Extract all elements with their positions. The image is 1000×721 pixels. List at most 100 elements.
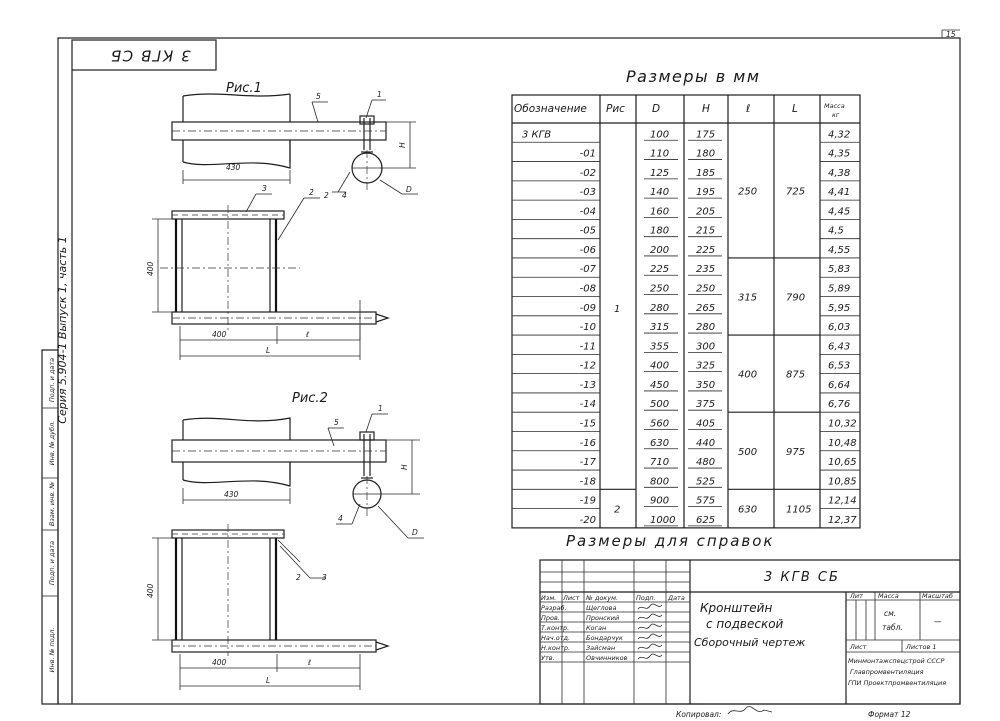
dims-row-19-mass: 12,14 (828, 496, 857, 507)
tb-roles: Разраб.ЩегловаПров.ПронскийТ.контр.Коган… (541, 603, 663, 662)
dims-row-16-h: 440 (696, 438, 715, 449)
tb-signature-2 (637, 623, 663, 630)
dims-row-16-designation: -16 (580, 438, 596, 449)
fig2-callout-d: D (412, 528, 418, 537)
dims-row-11-h: 300 (696, 341, 715, 352)
side-stamp (41, 349, 59, 705)
copied-signature (727, 706, 773, 715)
tb-lit-label: Лит (849, 592, 863, 600)
fig2-callout-2: 2 (296, 573, 301, 582)
dims-row-1-d: 110 (650, 149, 669, 160)
fig1-callout-d: D (406, 185, 412, 194)
dims-row-12-mass: 6,53 (828, 361, 850, 372)
fig1-callout-3: 3 (262, 184, 267, 193)
dims-row-14-designation: -14 (580, 399, 596, 410)
dims-row-4-designation: -04 (580, 206, 596, 217)
dims-row-9-d: 280 (650, 303, 669, 314)
tb-signature-4 (637, 643, 663, 650)
figure-1: Рис.1 H 430 5 1 2 4 D (146, 81, 418, 360)
stamp-box (71, 39, 217, 71)
tb-rev-date: Дата (667, 594, 685, 602)
fig2-dim-400-h: 400 (212, 658, 227, 667)
tb-signature-0 (637, 603, 663, 610)
dims-group-0-l: 250 (738, 186, 757, 197)
dims-row-4-d: 160 (650, 206, 669, 217)
dims-row-13-h: 350 (696, 380, 715, 391)
dims-fig-group-1: 2 (614, 505, 620, 516)
dims-row-13-mass: 6,64 (828, 380, 850, 391)
tb-org-3: ГПИ Проектпромвентиляция (848, 679, 946, 687)
dims-row-8-d: 250 (650, 284, 669, 295)
dims-row-16-d: 630 (650, 438, 669, 449)
dims-row-14-mass: 6,76 (828, 399, 850, 410)
dims-row-6-mass: 4,55 (828, 245, 850, 256)
stamp-code: 3 КГВ СБ (109, 47, 190, 65)
dims-group-1-L: 790 (786, 293, 805, 304)
tb-rev-izm: Изм. (541, 594, 556, 602)
dims-row-7-h: 235 (696, 264, 715, 275)
tb-role-name-2: Коган (586, 624, 606, 632)
dims-row-8-h: 250 (696, 284, 715, 295)
dims-row-10-d: 315 (650, 322, 669, 333)
fig2-callout-5: 5 (334, 418, 339, 427)
tb-mass-value-1: см. (884, 609, 896, 618)
dims-row-15-h: 405 (696, 418, 715, 429)
dims-row-2-designation: -02 (580, 168, 596, 179)
dims-row-10-h: 280 (696, 322, 715, 333)
dims-row-0-mass: 4,32 (828, 129, 850, 140)
fig1-callout-1: 1 (377, 90, 382, 99)
dims-row-19-designation: -19 (580, 496, 596, 507)
tb-sheet-label: Лист (849, 643, 867, 651)
fig2-dim-l-big: L (266, 676, 270, 685)
dims-group-4-l: 630 (738, 505, 757, 516)
dims-row-12-h: 325 (696, 361, 715, 372)
tb-org-1: Минмонтажспецстрой СССР (848, 657, 944, 665)
fig1-callout-4: 4 (342, 191, 347, 200)
tb-scale-label: Масштаб (922, 592, 953, 600)
tb-signature-1 (637, 613, 663, 620)
tb-name-2: с подвеской (706, 617, 784, 631)
fig2-dim-h: H (400, 464, 409, 470)
fig2-dim-400-v: 400 (146, 583, 155, 598)
dims-table-title: Размеры в мм (626, 67, 760, 86)
tb-signature-3 (637, 633, 663, 640)
dims-group-2-L: 875 (786, 370, 805, 381)
dims-row-1-h: 180 (696, 149, 715, 160)
tb-role-2: Т.контр. (541, 624, 569, 632)
dims-row-11-designation: -11 (580, 341, 596, 352)
dims-row-6-designation: -06 (580, 245, 596, 256)
copied-label: Копировал: (676, 710, 721, 719)
dims-row-18-h: 525 (696, 476, 715, 487)
fig1-callout-2b: 2 (309, 188, 314, 197)
dims-row-9-mass: 5,95 (828, 303, 850, 314)
dims-row-12-designation: -12 (580, 361, 596, 372)
fig2-callout-3: 3 (322, 573, 327, 582)
dims-row-19-d: 900 (650, 496, 669, 507)
side-stamp-label-2: Инв. № дубл. (48, 421, 56, 465)
dims-header-3: H (702, 103, 710, 115)
dims-row-8-mass: 5,89 (828, 284, 850, 295)
dims-row-5-designation: -05 (580, 226, 596, 237)
fig1-dim-400-v: 400 (146, 261, 155, 276)
dims-row-15-designation: -15 (580, 418, 596, 429)
dims-row-12-d: 400 (650, 361, 669, 372)
sheet-frame (57, 37, 961, 705)
dims-row-9-designation: -09 (580, 303, 596, 314)
dims-row-11-mass: 6,43 (828, 341, 850, 352)
dims-row-6-d: 200 (650, 245, 669, 256)
dims-group-0-L: 725 (786, 186, 805, 197)
tb-mass-value-2: табл. (882, 623, 903, 632)
dims-row-3-h: 195 (696, 187, 715, 198)
tb-rev-doc: № докум. (585, 594, 618, 602)
fig1-dim-430: 430 (226, 163, 241, 172)
dims-row-18-mass: 10,85 (828, 476, 857, 487)
fig2-callout-4: 4 (338, 514, 343, 523)
dims-row-20-d: 1000 (650, 515, 675, 526)
dims-row-19-h: 575 (696, 496, 715, 507)
dims-row-10-mass: 6,03 (828, 322, 850, 333)
tb-role-name-3: Бондарчук (586, 634, 623, 642)
tb-role-name-4: Зайсман (586, 644, 615, 652)
dims-row-0-designation: 3 КГВ (522, 129, 551, 140)
